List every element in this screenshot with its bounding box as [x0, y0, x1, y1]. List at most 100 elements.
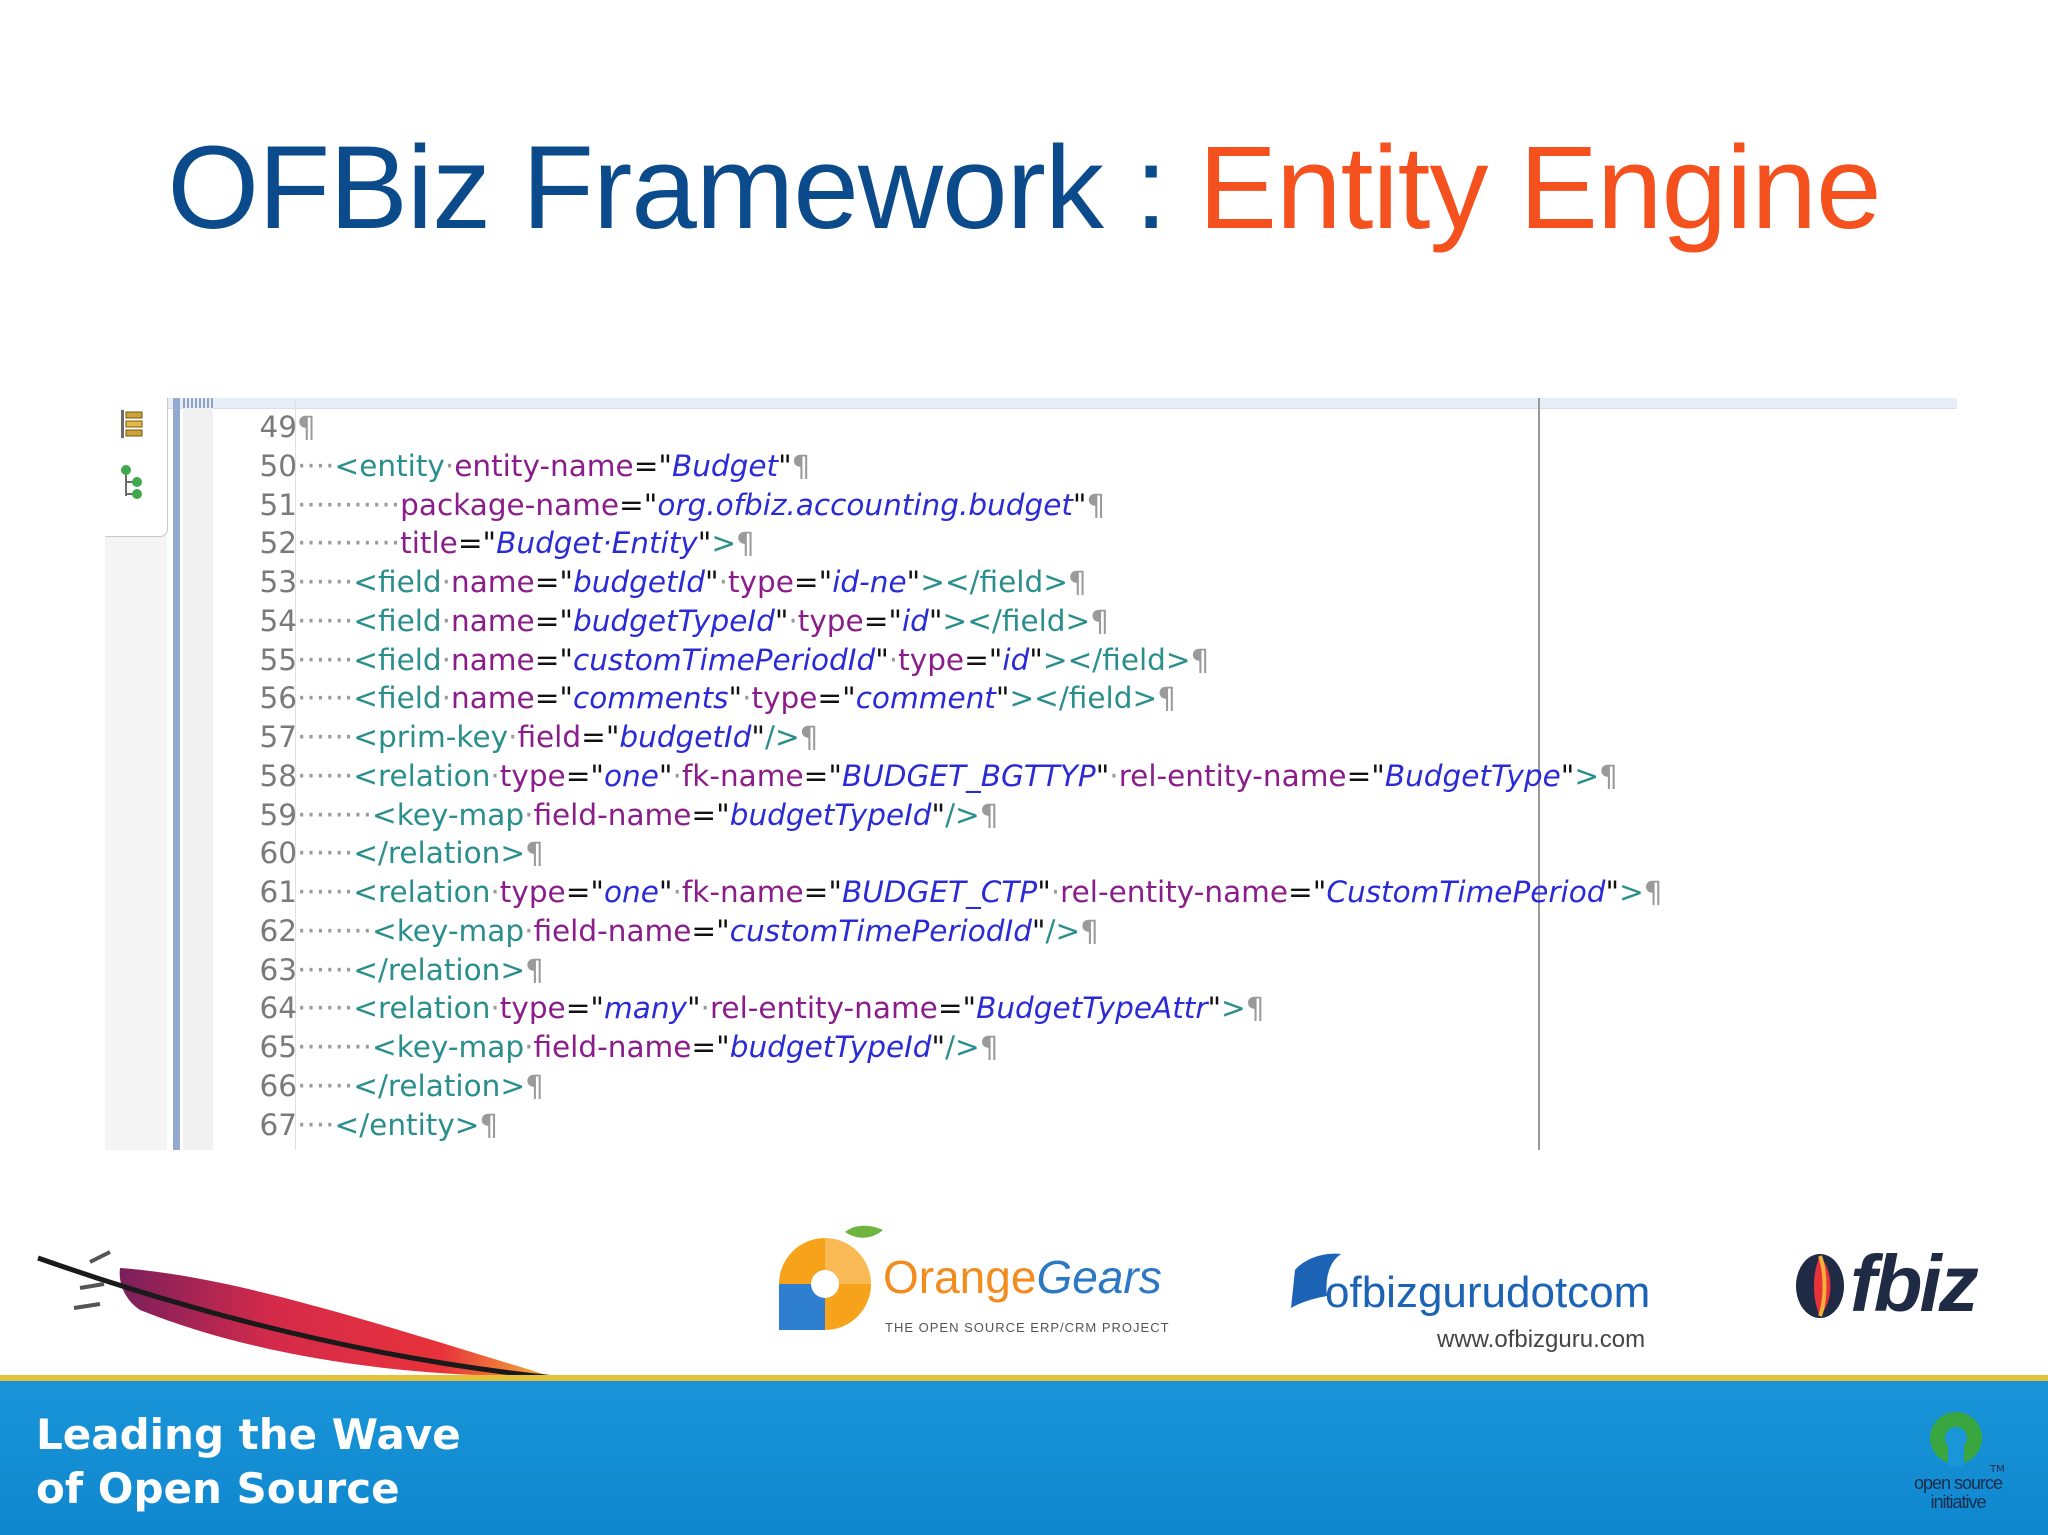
- slide-title: OFBiz Framework : Entity Engine: [0, 118, 2048, 258]
- code-line[interactable]: 66······</relation>¶: [253, 1067, 1663, 1106]
- code-token: BUDGET_CTP: [841, 875, 1038, 909]
- print-margin-line: [1538, 398, 1540, 1150]
- code-lines[interactable]: 49¶50····<entity·entity-name="Budget"¶51…: [253, 408, 1663, 1145]
- code-token: BudgetType: [1384, 758, 1561, 793]
- indent-whitespace: ······: [297, 681, 354, 716]
- code-line[interactable]: 49¶: [253, 408, 1663, 447]
- code-token: ": [658, 758, 673, 793]
- code-token: =": [964, 642, 1003, 677]
- code-line[interactable]: 52···········title="Budget·Entity">¶: [253, 524, 1663, 563]
- code-line[interactable]: 59········<key-map·field-name="budgetTyp…: [253, 796, 1663, 835]
- pilcrow-mark: ¶: [1643, 875, 1663, 909]
- code-token: ·: [700, 991, 710, 1026]
- code-token: ></field>: [942, 603, 1091, 638]
- footer-banner: [0, 1375, 2048, 1535]
- code-token: ": [931, 1030, 946, 1064]
- code-token: <field: [353, 603, 442, 638]
- code-token: ": [1207, 991, 1222, 1026]
- indent-whitespace: ······: [297, 991, 354, 1026]
- code-line[interactable]: 67····</entity>¶: [253, 1106, 1663, 1145]
- line-number: 63: [259, 952, 297, 987]
- code-line[interactable]: 53······<field·name="budgetId"·type="id-…: [253, 563, 1663, 602]
- code-token: ": [658, 875, 673, 909]
- code-token: >: [1221, 991, 1246, 1026]
- pilcrow-mark: ¶: [525, 1068, 544, 1103]
- code-token: </relation>: [353, 1068, 526, 1103]
- code-token: =": [1288, 875, 1327, 909]
- code-token: >: [711, 526, 737, 561]
- code-token: ": [705, 565, 719, 599]
- pilcrow-mark: ¶: [1245, 991, 1265, 1026]
- indent-whitespace: ····: [297, 448, 335, 483]
- code-token: ": [1037, 875, 1051, 909]
- pilcrow-mark: ¶: [525, 836, 544, 871]
- pilcrow-mark: ¶: [791, 448, 811, 483]
- code-token: <relation: [353, 875, 491, 909]
- code-token: =": [581, 720, 620, 754]
- indent-whitespace: ······: [297, 603, 354, 638]
- code-token: ": [1560, 758, 1575, 793]
- code-line[interactable]: 58······<relation·type="one"·fk-name="BU…: [253, 757, 1663, 796]
- code-token: name: [451, 603, 535, 638]
- indent-whitespace: ······: [297, 836, 354, 871]
- code-line[interactable]: 65········<key-map·field-name="budgetTyp…: [253, 1028, 1663, 1067]
- code-line[interactable]: 61······<relation·type="one"·fk-name="BU…: [253, 873, 1663, 912]
- code-token: =": [691, 1030, 730, 1064]
- code-line[interactable]: 56······<field·name="comments"·type="com…: [253, 679, 1663, 718]
- code-token: BudgetTypeAttr: [976, 991, 1208, 1026]
- code-token: =": [565, 875, 604, 909]
- code-line[interactable]: 50····<entity·entity-name="Budget"¶: [253, 447, 1663, 486]
- code-line[interactable]: 60······</relation>¶: [253, 834, 1663, 873]
- line-number: 55: [259, 642, 297, 677]
- code-token: =": [534, 642, 573, 677]
- indent-whitespace: ······: [297, 875, 354, 909]
- indent-whitespace: ······: [297, 952, 354, 987]
- code-token: type: [797, 603, 864, 638]
- code-line[interactable]: 57······<prim-key·field="budgetId"/>¶: [253, 718, 1663, 757]
- pilcrow-mark: ¶: [1067, 565, 1087, 599]
- code-line[interactable]: 64······<relation·type="many"·rel-entity…: [253, 989, 1663, 1028]
- code-token: ·: [490, 991, 500, 1026]
- code-token: ": [931, 797, 946, 832]
- apache-feather-logo: [37, 1250, 556, 1381]
- outline-view-icon[interactable]: [117, 404, 147, 444]
- code-line[interactable]: 63······</relation>¶: [253, 951, 1663, 990]
- code-token: ": [1605, 875, 1620, 909]
- tree-view-icon[interactable]: [117, 462, 147, 502]
- code-token: budgetTypeId: [729, 797, 932, 832]
- line-number-separator: [295, 398, 296, 1150]
- pilcrow-mark: ¶: [799, 720, 819, 754]
- pilcrow-mark: ¶: [1090, 603, 1110, 638]
- pilcrow-mark: ¶: [979, 1030, 999, 1064]
- code-token: id: [901, 603, 929, 638]
- code-token: />: [945, 1030, 980, 1064]
- indent-whitespace: ······: [297, 642, 354, 677]
- code-line[interactable]: 51···········package-name="org.ofbiz.acc…: [253, 486, 1663, 525]
- code-token: ·: [788, 603, 798, 638]
- pilcrow-mark: ¶: [1599, 758, 1618, 793]
- code-token: ·: [888, 642, 899, 677]
- osi-keyhole-icon: TM: [1930, 1412, 2005, 1475]
- code-line[interactable]: 62········<key-map·field-name="customTim…: [253, 912, 1663, 951]
- hat-icon: [1291, 1253, 1341, 1308]
- code-token: <field: [353, 681, 442, 716]
- code-token: Budget·Entity: [496, 526, 698, 561]
- code-line[interactable]: 54······<field·name="budgetTypeId"·type=…: [253, 602, 1663, 641]
- pilcrow-mark: ¶: [1080, 913, 1099, 948]
- indent-whitespace: ······: [297, 720, 354, 754]
- code-token: =": [691, 913, 730, 948]
- line-number: 59: [259, 797, 297, 832]
- code-token: ": [1031, 913, 1046, 948]
- code-token: <prim-key: [353, 720, 509, 754]
- ofbizguru-logo: ofbizgurudotcom www.ofbizguru.com: [1285, 1238, 1685, 1358]
- line-number: 50: [259, 448, 297, 483]
- code-token: Budget: [671, 448, 779, 483]
- code-token: ·: [1109, 758, 1119, 793]
- code-line[interactable]: 55······<field·name="customTimePeriodId"…: [253, 641, 1663, 680]
- code-token: <key-map: [372, 797, 525, 832]
- editor-ruler[interactable]: [183, 398, 213, 1150]
- ofbizguru-name: ofbizgurudotcom: [1325, 1268, 1651, 1317]
- code-token: =": [803, 758, 842, 793]
- code-token: ": [728, 681, 743, 716]
- osi-tm: TM: [1989, 1464, 2005, 1475]
